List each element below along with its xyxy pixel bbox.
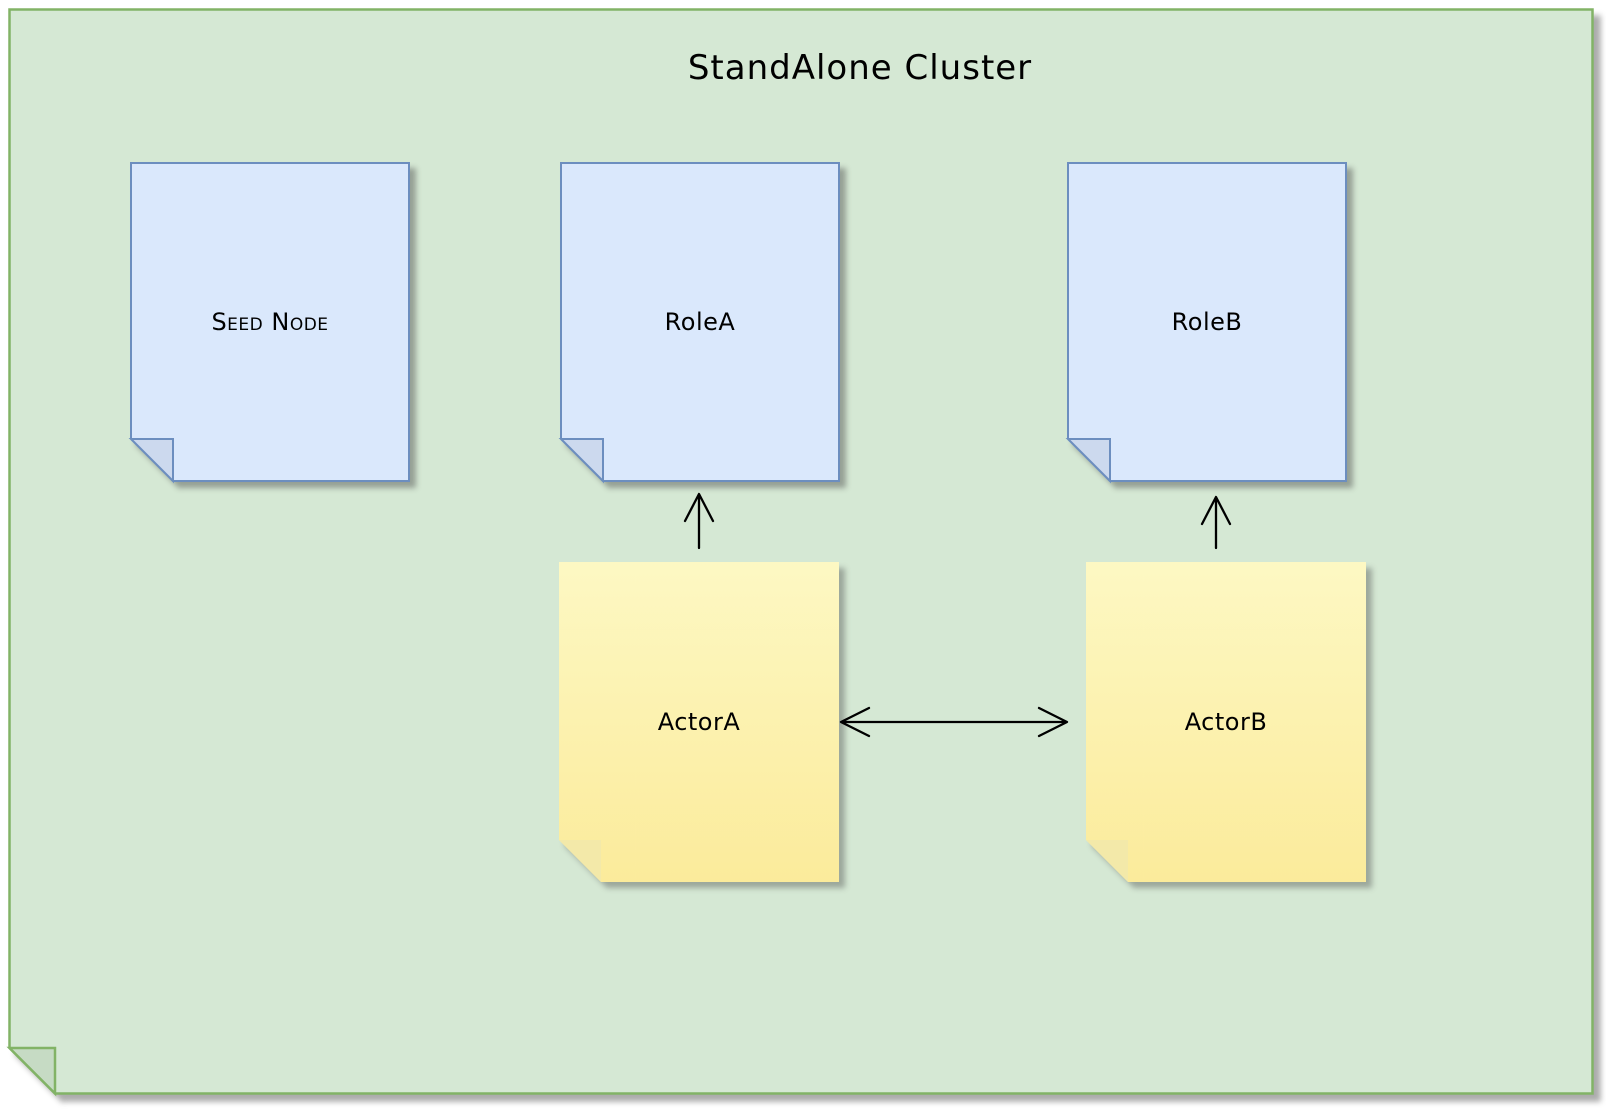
role-a-folded-corner (558, 438, 604, 484)
actor-a-folded-corner (559, 840, 601, 882)
actor-b-body (1086, 562, 1366, 882)
role-b-shape (1065, 162, 1347, 484)
actor-a-body (559, 562, 839, 882)
node-actor-b: ActorB (1086, 562, 1366, 882)
diagram-title: StandAlone Cluster (687, 48, 1033, 88)
role-b-body (1067, 162, 1347, 482)
role-a-label: RoleA (664, 308, 736, 336)
node-role-a: RoleA (558, 162, 840, 484)
role-b-label: RoleB (1171, 308, 1243, 336)
actor-b-folded-corner (1086, 840, 1128, 882)
role-a-shape (558, 162, 840, 484)
actor-b-label: ActorB (1184, 708, 1268, 736)
role-b-folded-corner (1065, 438, 1111, 484)
node-actor-a: ActorA (559, 562, 839, 882)
actor-a-shape (559, 562, 839, 882)
node-role-b: RoleB (1065, 162, 1347, 484)
actor-b-shape (1086, 562, 1366, 882)
seed-node-body (130, 162, 410, 482)
seed-node-shape (128, 162, 410, 484)
actor-a-label: ActorA (657, 708, 741, 736)
seed-node-label: Seed Node (211, 308, 329, 336)
cluster-folded-corner (6, 1046, 57, 1097)
node-seed-node: Seed Node (128, 162, 410, 484)
role-a-body (560, 162, 840, 482)
seed-node-folded-corner (128, 438, 174, 484)
